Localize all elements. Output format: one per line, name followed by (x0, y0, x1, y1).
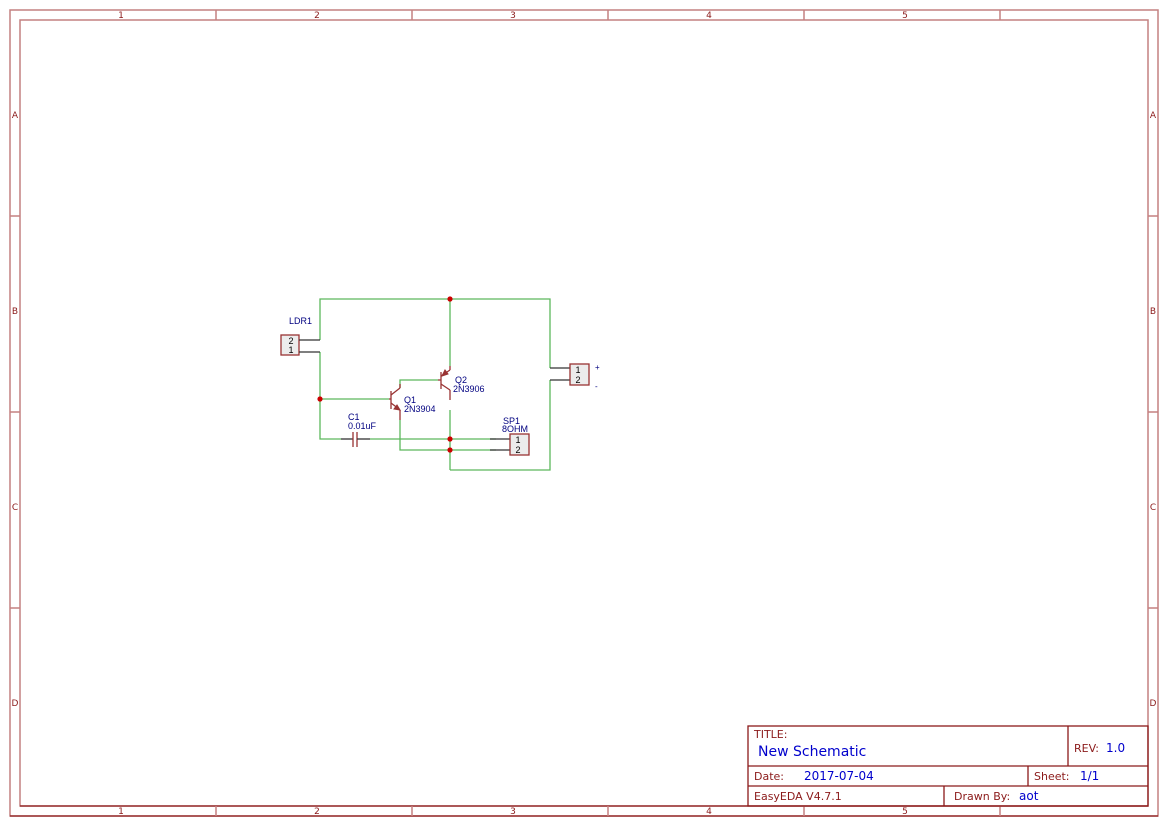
battery-plus-label: + (595, 363, 600, 372)
title-block: TITLE: New Schematic REV: 1.0 Date: 2017… (747, 725, 1149, 807)
date-value: 2017-07-04 (804, 769, 874, 783)
column-label-top: 3 (510, 11, 516, 21)
inner-frame (19, 19, 1149, 807)
sp1-pin-label: 2 (515, 445, 520, 455)
c1-value: 0.01uF (348, 421, 377, 431)
column-label-bottom: 4 (706, 807, 712, 817)
row-label-left: D (12, 699, 19, 709)
column-label-top: 1 (118, 11, 124, 21)
sp1-value: 8OHM (502, 424, 528, 434)
q2-value: 2N3906 (453, 384, 485, 394)
sheet-label: Sheet: (1034, 770, 1070, 783)
junctions (317, 296, 453, 453)
q1-value: 2N3904 (404, 404, 436, 414)
q1-ref: Q1 (404, 395, 416, 405)
row-label-left: C (12, 503, 18, 513)
column-label-bottom: 1 (118, 807, 124, 817)
ldr1-pin-label: 1 (288, 345, 293, 355)
sp1-pin-label: 1 (515, 435, 520, 445)
battery-pin-label: 1 (575, 365, 580, 375)
sp1-speaker[interactable]: SP1 8OHM 1 2 (490, 416, 530, 456)
outer-frame (9, 9, 1159, 817)
q1-emitter-arrow-icon (393, 404, 401, 411)
q2-emitter-arrow-icon (441, 369, 449, 377)
row-dividers (10, 215, 1158, 609)
sp1-body (509, 433, 530, 456)
column-label-bottom: 3 (510, 807, 516, 817)
q2-transistor[interactable]: Q2 2N3906 (438, 366, 485, 400)
drawn-by-label: Drawn By: (954, 790, 1010, 803)
rev-label: REV: (1074, 742, 1099, 755)
row-label-right: C (1150, 503, 1156, 513)
q1-transistor[interactable]: Q1 2N3904 (389, 384, 436, 420)
row-label-right: A (1150, 111, 1157, 121)
row-label-right: B (1150, 307, 1156, 317)
battery-pin-label: 2 (575, 375, 580, 385)
sp1-ref: SP1 (503, 416, 520, 426)
q2-ref: Q2 (455, 375, 467, 385)
title-label: TITLE: (753, 728, 787, 741)
column-label-top: 4 (706, 11, 712, 21)
column-dividers (215, 10, 1001, 816)
software-label: EasyEDA V4.7.1 (754, 790, 842, 803)
column-label-top: 2 (314, 11, 320, 21)
drawn-by-value: aot (1019, 789, 1039, 803)
battery-body (569, 363, 590, 386)
rev-value: 1.0 (1106, 741, 1125, 755)
ldr1-body (280, 334, 300, 356)
column-label-bottom: 2 (314, 807, 320, 817)
ldr1-ref: LDR1 (289, 316, 312, 326)
wires (319, 298, 551, 471)
ldr1-pin-label: 2 (288, 336, 293, 346)
c1-capacitor[interactable]: C1 0.01uF (341, 412, 377, 447)
c1-ref: C1 (348, 412, 360, 422)
column-label-bottom: 5 (902, 807, 908, 817)
row-label-right: D (1150, 699, 1157, 709)
battery-connector[interactable]: 1 2 + - (550, 363, 600, 391)
row-label-left: A (12, 111, 19, 121)
sheet-value: 1/1 (1080, 769, 1099, 783)
title-value: New Schematic (758, 744, 866, 760)
battery-minus-label: - (595, 382, 598, 391)
column-label-top: 5 (902, 11, 908, 21)
ldr1-component[interactable]: LDR1 2 1 (280, 316, 320, 356)
row-label-left: B (12, 307, 18, 317)
date-label: Date: (754, 770, 784, 783)
